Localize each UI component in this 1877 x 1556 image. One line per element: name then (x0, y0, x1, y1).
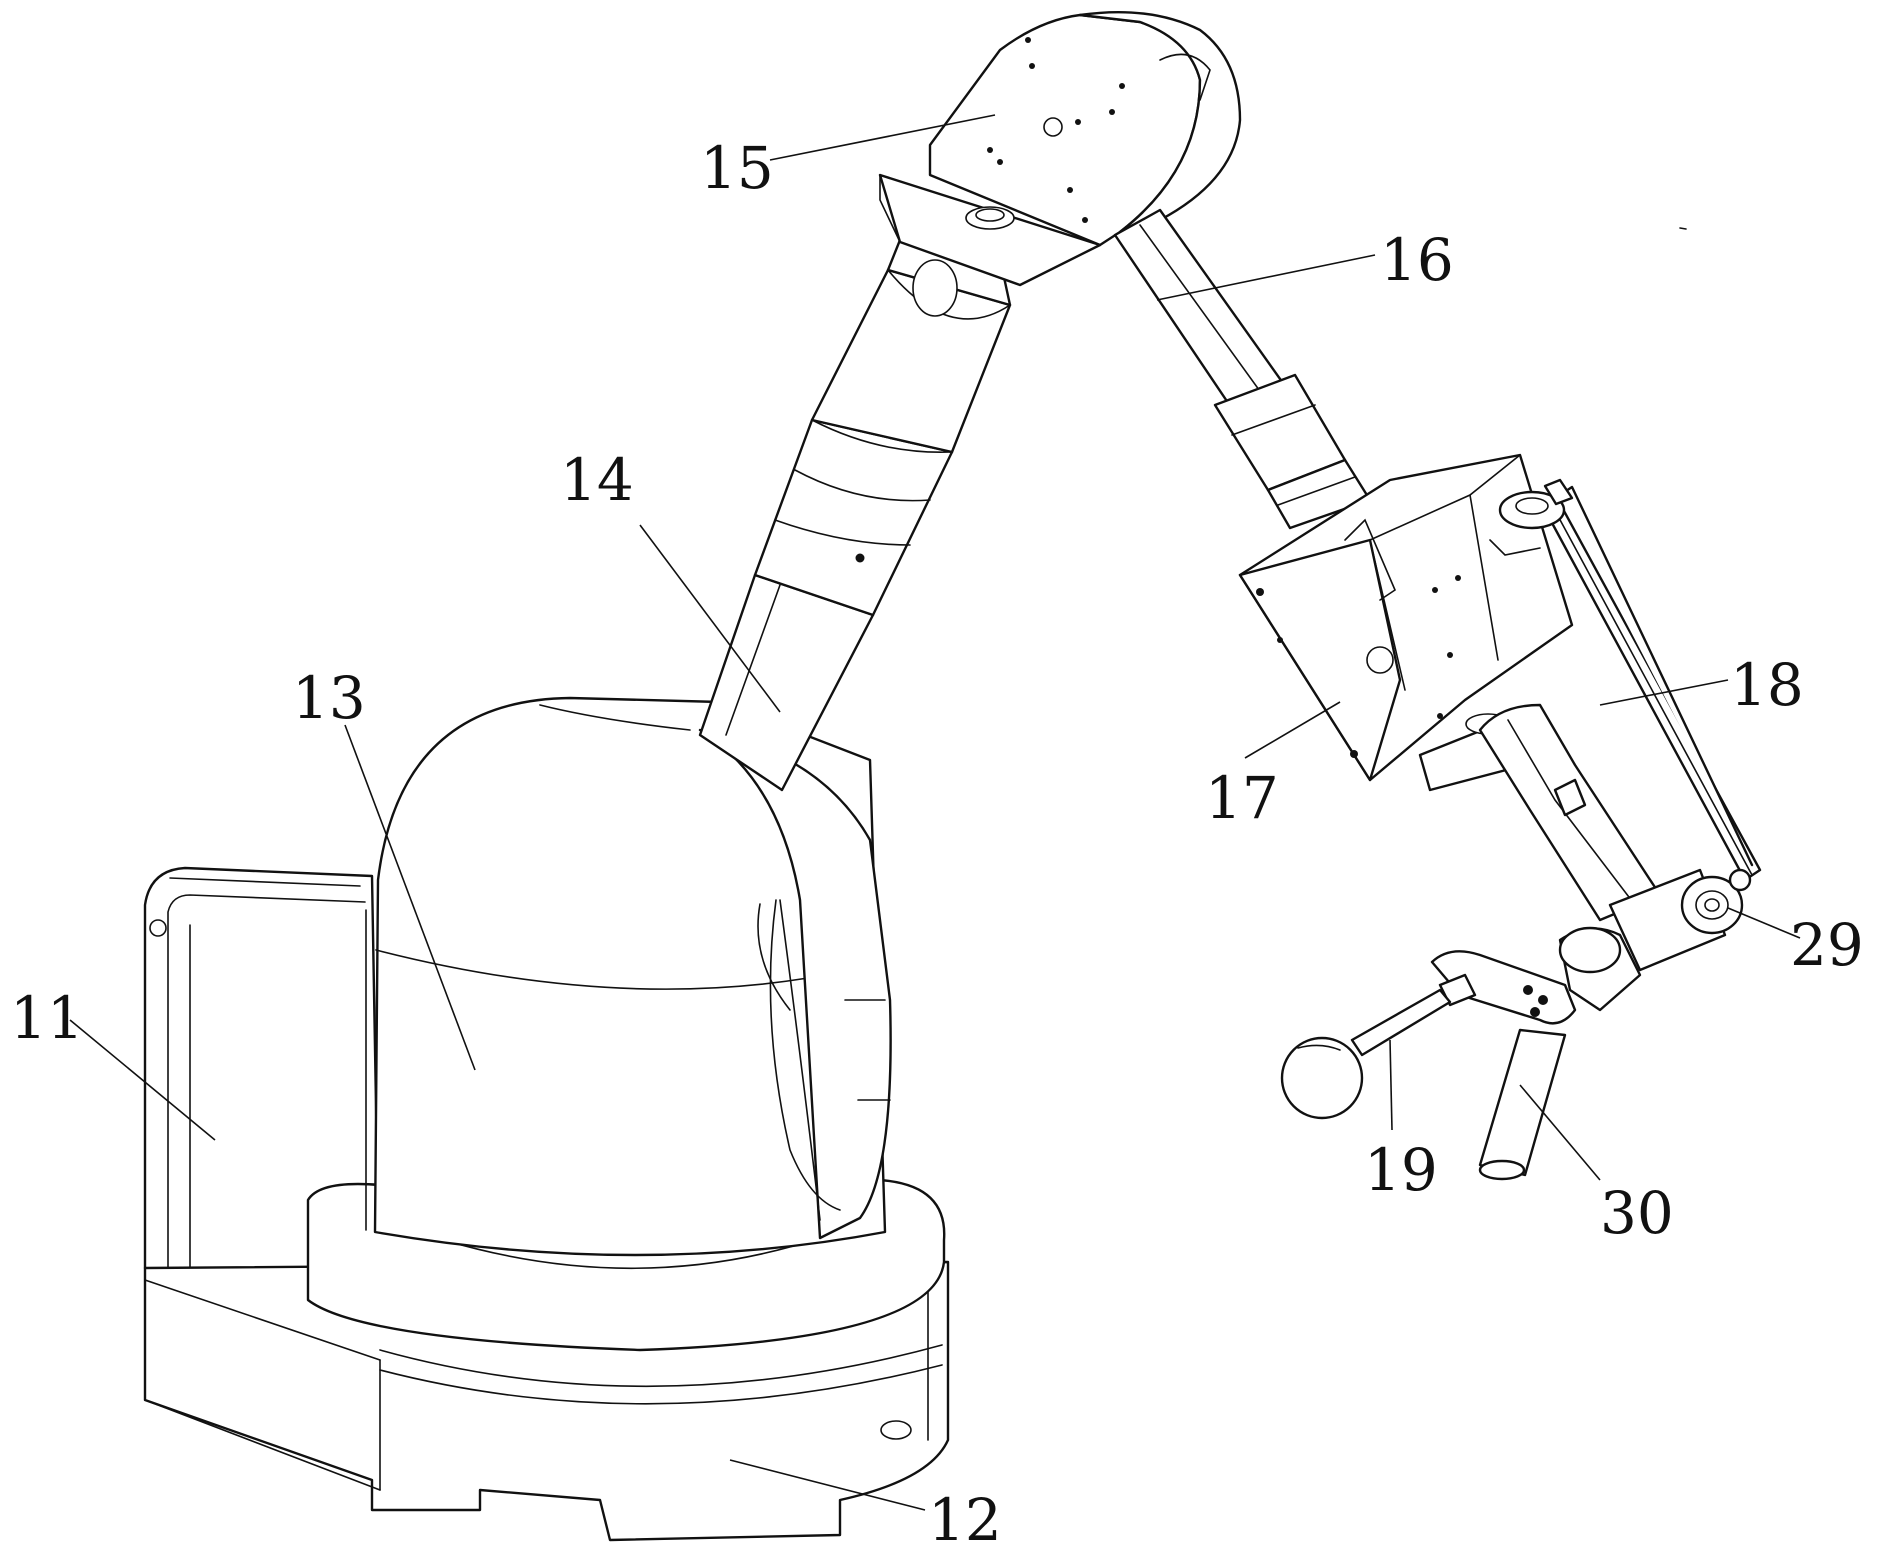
motor-housing (1238, 453, 1574, 792)
forearm (1478, 703, 1662, 922)
label-17: 17 (1205, 764, 1279, 832)
label-15: 15 (700, 134, 774, 202)
wrist-joint (1558, 868, 1752, 1012)
reference-numerals: 11 12 13 14 15 16 17 18 19 29 30 (10, 134, 1864, 1554)
leader-30 (1519, 1084, 1601, 1181)
parallel-rods (1489, 478, 1762, 882)
stray-mark (1679, 227, 1687, 230)
label-11: 11 (10, 984, 84, 1052)
shoulder-joint (878, 10, 1242, 287)
leader-11 (69, 1019, 216, 1141)
leader-17 (1244, 701, 1341, 759)
leader-18 (1599, 679, 1729, 706)
leader-15 (769, 114, 996, 161)
upper-arm (1113, 208, 1372, 530)
label-16: 16 (1380, 226, 1454, 294)
lower-arm (698, 238, 1012, 792)
leader-19 (1389, 1039, 1393, 1131)
label-18: 18 (1730, 651, 1804, 719)
leader-14 (639, 524, 781, 713)
housing-screw-icon (149, 919, 167, 937)
dome-body (365, 696, 892, 1257)
label-12: 12 (928, 1486, 1002, 1554)
leader-29 (1727, 907, 1801, 939)
leader-13 (344, 724, 476, 1071)
leader-lines (69, 114, 1801, 1511)
grip-cylinder (1478, 1028, 1567, 1181)
ball-handle (1280, 950, 1577, 1120)
label-29: 29 (1790, 911, 1864, 979)
label-30: 30 (1600, 1179, 1674, 1247)
label-14: 14 (560, 446, 634, 514)
label-19: 19 (1364, 1136, 1438, 1204)
label-13: 13 (292, 664, 366, 732)
leader-16 (1156, 254, 1376, 301)
leader-12 (729, 1459, 926, 1511)
